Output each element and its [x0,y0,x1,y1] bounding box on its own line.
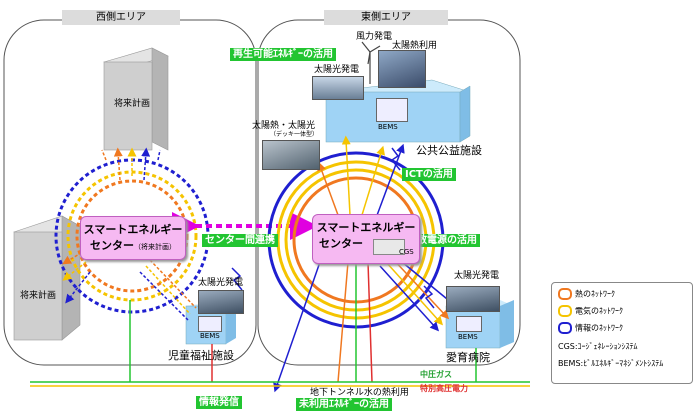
wireless-icon [423,285,435,309]
cgs-label: CGS [399,248,414,256]
center-link-tag: センター間連携 [202,234,278,247]
hospital-label: 愛育病院 [446,351,490,364]
bems-monitor-icon [376,98,408,122]
special-hv-label: 特別高圧電力 [420,384,468,393]
unused-energy-tag: 未利用ｴﾈﾙｷﾞｰの活用 [296,398,392,411]
legend: 熱のﾈｯﾄﾜｰｸ 電気のﾈｯﾄﾜｰｸ 情報のﾈｯﾄﾜｰｸ CGS:ｺｰｼﾞｪﾈﾚ… [551,282,693,384]
solar-heat-label: 太陽熱利用 [392,41,438,51]
heat-ring-icon [558,288,572,300]
legend-cgs-note: CGS:ｺｰｼﾞｪﾈﾚｰｼｮﾝｼｽﾃﾑ [558,342,638,351]
renewable-tag: 再生可能ｴﾈﾙｷﾞｰの活用 [230,48,336,61]
wireless-icon [390,147,401,171]
future-building-left [13,215,81,341]
bems-monitor-icon [198,316,222,332]
child-facility-label: 児童福祉施設 [168,349,234,362]
east-energy-center: スマートエネルギー センター CGS [312,214,420,264]
legend-info: 情報のﾈｯﾄﾜｰｸ [558,322,623,334]
medium-gas-label: 中圧ガス [420,370,452,379]
info-send-tag: 情報発信 [196,396,242,409]
west-center-line1: スマートエネルギー [83,223,183,236]
pv-public-label: 太陽光発電 [314,65,360,75]
wind-turbine-icon [361,41,381,84]
pv-child-label: 太陽光発電 [198,278,244,288]
info-ring-icon [558,322,572,334]
public-facility-label: 公共公益施設 [416,144,482,157]
pv-public-photo [312,76,364,100]
west-center-line2: センター [90,239,134,252]
future-building-top [103,47,169,151]
bems-label-public: BEMS [378,123,398,131]
legend-heat-text: 熱のﾈｯﾄﾜｰｸ [575,289,615,299]
east-center-line1: スマートエネルギー [316,221,416,234]
electric-ring-icon [558,305,572,317]
pv-deck-sublabel: （デッキ一体型） [270,131,319,138]
cgs-unit-icon [373,239,405,255]
pv-hospital-photo [446,286,500,312]
west-center-line2-wrap: センター（将来計画） [81,237,185,253]
bems-label-hospital: BEMS [458,333,478,341]
pv-deck-label: 太陽熱・太陽光 [252,121,316,131]
pv-deck-photo [262,140,320,170]
ict-tag: ICTの活用 [402,168,456,181]
bems-label-child: BEMS [200,332,220,340]
solar-heat-photo [378,50,426,88]
legend-bems-note: BEMS:ﾋﾞﾙｴﾈﾙｷﾞｰﾏﾈｼﾞﾒﾝﾄｼｽﾃﾑ [558,359,664,368]
legend-heat: 熱のﾈｯﾄﾜｰｸ [558,288,615,300]
west-center-sub: （将来計画） [134,243,176,251]
wind-label: 風力発電 [356,32,393,42]
wireless-icon [231,267,243,291]
legend-info-text: 情報のﾈｯﾄﾜｰｸ [575,323,623,333]
legend-electric-text: 電気のﾈｯﾄﾜｰｸ [575,306,623,316]
west-energy-center: スマートエネルギー センター（将来計画） [80,216,186,260]
west-area-title: 西側エリア [62,10,180,25]
pv-hospital-label: 太陽光発電 [454,271,500,281]
east-area-title: 東側エリア [324,10,448,25]
future-plan-top-label: 将来計画 [114,99,151,109]
bems-monitor-icon [456,316,482,332]
distributed-power-tag: 分散電源の活用 [404,234,480,247]
tunnel-label: 地下トンネル水の熱利用 [310,388,409,398]
pv-child-photo [198,290,244,314]
future-plan-left-label: 将来計画 [20,291,57,301]
legend-electric: 電気のﾈｯﾄﾜｰｸ [558,305,623,317]
east-center-line2: センター [319,237,363,250]
